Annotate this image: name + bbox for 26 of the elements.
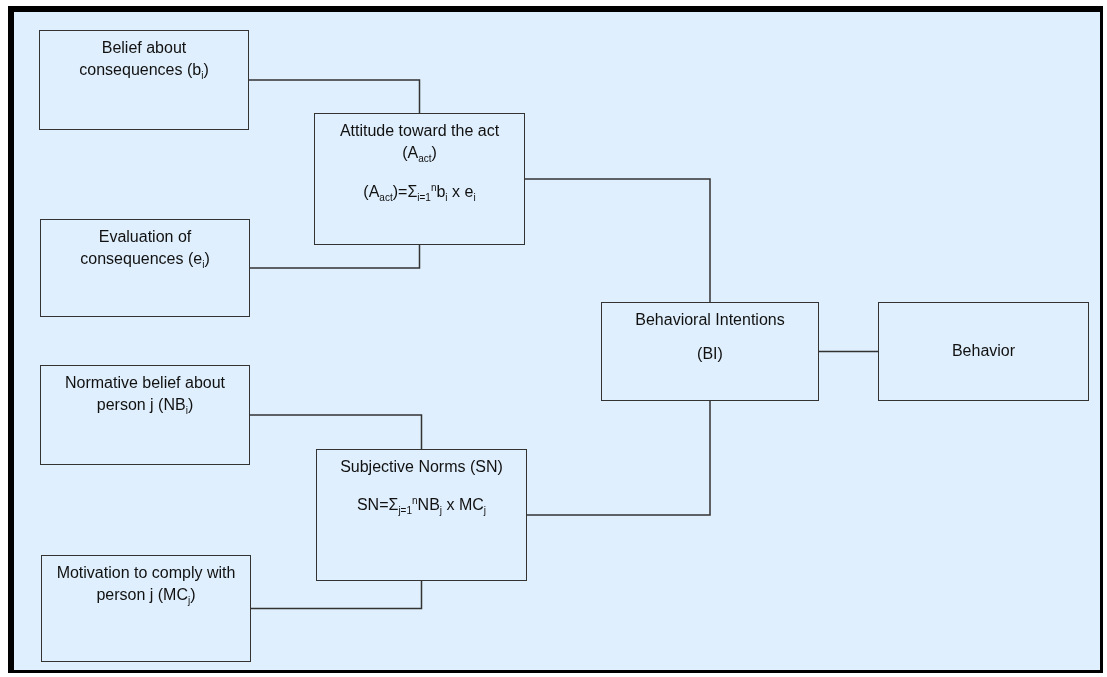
process-box [40,219,250,317]
box-label: Belief about consequences (b$_{i}$) [78,38,210,82]
process-box [316,449,527,581]
box-label: Subjective Norms (SN) [340,457,503,477]
process-box [878,302,1089,401]
box-label: Motivation to comply with person j (MC$_{j}$) [55,563,237,607]
connector-line [818,350,879,353]
box-formula: (A$_{act}$)=Σ$_{i=1}$$^{n}$b$_{i}$ x e$_{i}$ [363,180,476,204]
process-box [40,365,250,465]
box-formula: SN=Σ$_{j=1}$$^{n}$NB$_{j}$ x MC$_{j}$ [356,494,487,517]
box-label: Behavior [951,341,1016,362]
box-label: Behavioral Intentions [635,310,785,330]
process-box [39,30,249,130]
connector-line [249,414,423,450]
connector-line [249,244,421,269]
box-label: Evaluation of consequences (e$_{i}$) [79,227,211,271]
box-formula: (BI) [697,344,723,365]
box-label: Normative belief about person j (NB$_{i}$) [63,373,227,417]
process-box [601,302,819,401]
connector-line [248,79,421,114]
box-label: Attitude toward the act (A$_{act}$) [338,121,501,165]
process-box [41,555,251,662]
connector-line [526,400,711,516]
connector-line [524,178,711,303]
process-box [314,113,525,245]
connector-line [250,580,423,610]
